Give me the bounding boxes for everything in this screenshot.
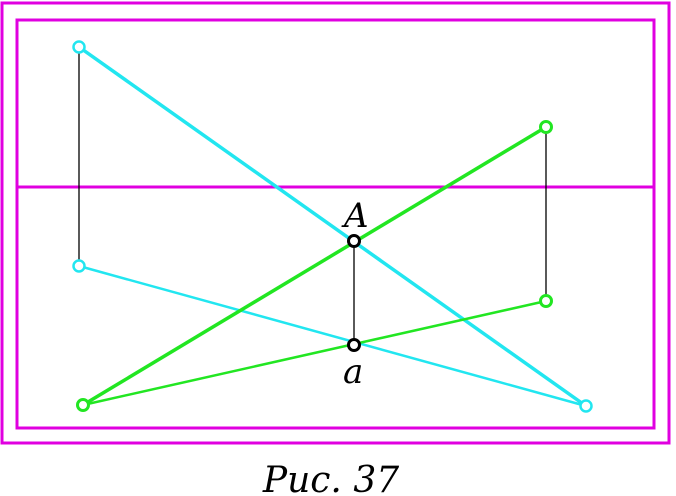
- inner-frame: [15, 18, 656, 430]
- outer-frame: [0, 1, 671, 445]
- figure-caption: Рис. 37: [262, 460, 399, 496]
- cyan-line-lower: [78, 264, 587, 408]
- cyan-point-bottom-right: [579, 399, 593, 413]
- green-point-mid-right: [539, 294, 553, 308]
- green-line-lower: [82, 299, 547, 407]
- green-point-bottom-left: [76, 398, 90, 412]
- green-line-upper: [82, 125, 547, 407]
- point-a: [347, 338, 361, 352]
- cyan-point-mid-left: [72, 259, 86, 273]
- cyan-line-upper: [77, 45, 588, 408]
- label-a: a: [343, 352, 363, 392]
- cyan-point-top-left: [72, 40, 86, 54]
- point-A: [347, 234, 361, 248]
- label-A: A: [341, 196, 369, 236]
- green-point-top-right: [539, 120, 553, 134]
